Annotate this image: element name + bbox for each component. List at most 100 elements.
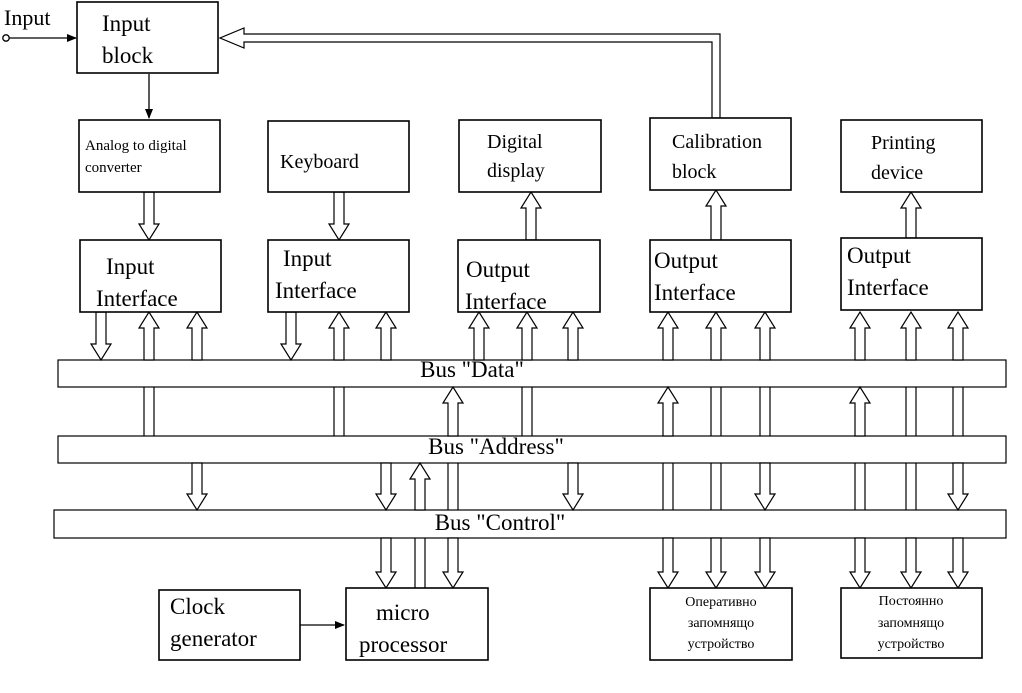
iface1-line1: Input bbox=[106, 254, 155, 279]
display-line2: display bbox=[487, 160, 545, 182]
calibration-block: Calibration block bbox=[649, 117, 792, 191]
control-to-cpu-arrow-2 bbox=[441, 537, 465, 590]
rom-block: Постоянно запомнящо устройство bbox=[840, 587, 983, 659]
rom-line3: устройство bbox=[878, 637, 945, 652]
address-to-control-arrow-573 bbox=[561, 462, 585, 512]
connector-765-a bbox=[759, 387, 771, 436]
iface3-bus-arrow-3 bbox=[561, 310, 585, 361]
bus-address-label: Bus "Address" bbox=[428, 434, 564, 459]
iface4-line1: Output bbox=[654, 248, 719, 273]
iface3-bus-arrow-1 bbox=[467, 310, 491, 361]
interface-to-display-arrow bbox=[519, 190, 543, 241]
address-to-data-arrow-3 bbox=[848, 385, 872, 437]
ram-block: Оперативно запомнящо устройство bbox=[649, 587, 793, 661]
input-block-line2: block bbox=[102, 43, 154, 68]
iface5-line1: Output bbox=[847, 243, 912, 268]
iface5-bus-arrow-2 bbox=[899, 310, 923, 361]
adc-to-interface-arrow bbox=[137, 191, 161, 242]
connector-527-a bbox=[521, 387, 533, 436]
iface2-line1: Input bbox=[283, 246, 332, 271]
control-to-ram-arrow-3 bbox=[753, 537, 777, 590]
input-label: Input bbox=[4, 5, 50, 30]
interface-to-calibration-arrow bbox=[704, 188, 728, 241]
connector-911-c bbox=[905, 463, 917, 510]
connector-860-c bbox=[854, 463, 866, 510]
connector-668-c bbox=[662, 463, 674, 510]
ram-line2: запомнящо bbox=[688, 616, 754, 631]
iface4-bus-arrow-1 bbox=[656, 310, 680, 361]
iface2-bus-arrow-3 bbox=[374, 310, 398, 361]
control-to-rom-arrow-3 bbox=[946, 537, 970, 590]
svg-text:Keyboard: Keyboard bbox=[280, 151, 359, 173]
address-to-control-arrow-958 bbox=[946, 462, 970, 512]
bus-data: Bus "Data" bbox=[57, 357, 1007, 388]
cpu-line1: micro bbox=[376, 600, 430, 625]
adc-line2: converter bbox=[85, 160, 142, 176]
clock-line2: generator bbox=[170, 626, 257, 651]
printer-line1: Printing bbox=[871, 132, 935, 154]
control-to-rom-arrow-2 bbox=[899, 537, 923, 590]
iface4-line2: Interface bbox=[654, 280, 736, 305]
iface3-bus-arrow-2 bbox=[515, 310, 539, 361]
bus-data-label: Bus "Data" bbox=[420, 357, 524, 382]
clock-line1: Clock bbox=[170, 594, 225, 619]
keyboard-block: Keyboard bbox=[267, 120, 410, 193]
display-line1: Digital bbox=[487, 131, 543, 153]
address-to-control-arrow-197 bbox=[185, 462, 209, 512]
microprocessor-block: micro processor bbox=[345, 587, 489, 661]
address-to-data-arrow-2 bbox=[656, 385, 680, 437]
input-terminal: Input bbox=[2, 5, 77, 42]
bus-arrows bbox=[89, 188, 970, 590]
bus-connection-lines bbox=[143, 387, 964, 588]
ram-line1: Оперативно bbox=[685, 595, 756, 610]
iface4-bus-arrow-3 bbox=[753, 310, 777, 361]
connector-716-a bbox=[710, 387, 722, 436]
iface5-line2: Interface bbox=[847, 275, 929, 300]
iface1-bus-arrow-3 bbox=[185, 310, 209, 361]
ram-line3: устройство bbox=[688, 637, 755, 652]
cpu-line2: processor bbox=[359, 632, 447, 657]
iface1-bus-arrow-2 bbox=[137, 310, 161, 361]
bus-control: Bus "Control" bbox=[53, 509, 1007, 539]
adc-line1: Analog to digital bbox=[85, 138, 187, 154]
connector-149-a bbox=[143, 387, 155, 436]
control-to-ram-arrow-1 bbox=[656, 537, 680, 590]
control-to-ram-arrow-2 bbox=[704, 537, 728, 590]
connector-453-c bbox=[447, 463, 459, 510]
rom-line1: Постоянно bbox=[879, 594, 944, 609]
calibration-line2: block bbox=[672, 161, 716, 183]
iface4-bus-arrow-2 bbox=[704, 310, 728, 361]
connector-958-a bbox=[952, 387, 964, 436]
address-to-control-arrow-765 bbox=[753, 462, 777, 512]
bus-address: Bus "Address" bbox=[57, 434, 1007, 464]
calibration-line1: Calibration bbox=[672, 131, 762, 153]
iface1-line2: Interface bbox=[96, 286, 178, 311]
iface2-line2: Interface bbox=[275, 278, 357, 303]
control-to-cpu-arrow-1 bbox=[374, 537, 398, 590]
bus-control-label: Bus "Control" bbox=[435, 510, 566, 535]
control-to-address-arrow-420 bbox=[408, 461, 432, 511]
iface2-bus-arrow-1 bbox=[279, 311, 303, 362]
connector-911-a bbox=[905, 387, 917, 436]
printer-block: Printing device bbox=[840, 119, 983, 193]
interface-to-printer-arrow bbox=[899, 190, 923, 239]
iface5-bus-arrow-3 bbox=[946, 310, 970, 361]
rom-line2: запомнящо bbox=[878, 616, 944, 631]
calibration-feedback-arrow bbox=[218, 27, 721, 119]
printer-line2: device bbox=[871, 162, 923, 184]
input-block-line1: Input bbox=[102, 11, 151, 36]
keyboard-to-interface-arrow bbox=[327, 191, 351, 242]
